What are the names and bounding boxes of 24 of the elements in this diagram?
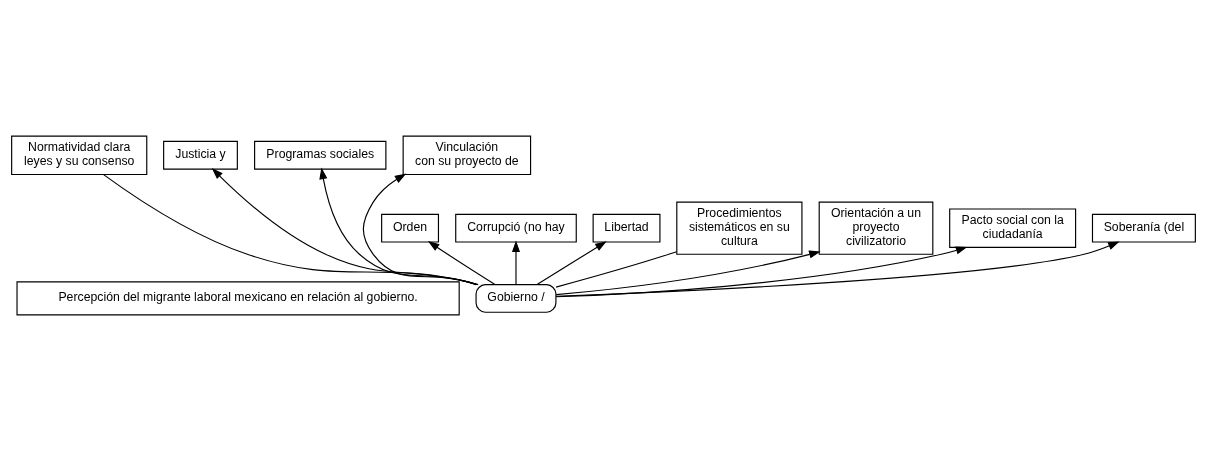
- node-box: Soberanía (del: [1091, 213, 1196, 243]
- node-box: Orden: [381, 213, 440, 243]
- arrow: [362, 173, 477, 285]
- connector: [103, 173, 479, 285]
- node-box: Justicia y: [163, 140, 238, 170]
- arrow: [555, 250, 821, 295]
- node-box: Corrupció (no hay: [455, 213, 577, 243]
- connector: [555, 250, 678, 288]
- arrow: [319, 167, 478, 285]
- node-box: Programas sociales: [254, 140, 387, 170]
- node-box: Normatividad clara leyes y su consenso: [11, 135, 148, 175]
- arrow: [211, 167, 478, 285]
- arrow: [555, 240, 1120, 297]
- node-box: Percepción del migrante laboral mexicano en relación al gobierno.: [16, 280, 460, 315]
- arrow: [536, 240, 607, 285]
- node-box: Procedimientos sistemáticos en su cultura: [676, 201, 803, 255]
- arrow: [511, 239, 521, 285]
- node-box: Gobierno /: [475, 283, 557, 313]
- arrow: [427, 240, 496, 285]
- node-box: Libertad: [592, 213, 661, 243]
- node-box: Vinculación con su proyecto de: [402, 135, 532, 175]
- arrow: [555, 245, 968, 297]
- node-box: Pacto social con la ciudadanía: [949, 207, 1077, 248]
- node-box: Orientación a un proyecto civilizatorio: [818, 201, 934, 255]
